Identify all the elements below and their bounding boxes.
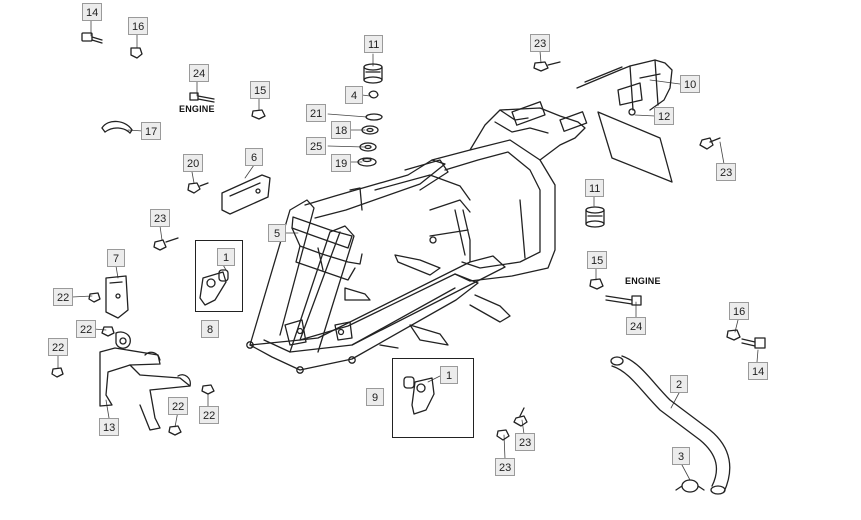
callout-8: 8 bbox=[201, 320, 219, 338]
bolt-23-left bbox=[153, 237, 179, 251]
bolt-23-right bbox=[699, 137, 721, 150]
callout-23-left: 23 bbox=[150, 209, 171, 227]
washer-19 bbox=[357, 157, 377, 167]
callout-24-right: 24 bbox=[626, 317, 647, 335]
nut-22-c bbox=[51, 367, 64, 378]
callout-13: 13 bbox=[99, 418, 120, 436]
bolt-23-bottom-b bbox=[496, 429, 510, 441]
callout-14-top: 14 bbox=[82, 3, 103, 21]
nut-20 bbox=[187, 182, 209, 194]
callout-7: 7 bbox=[107, 249, 125, 267]
mount-8 bbox=[199, 269, 229, 306]
callout-1-group-8: 1 bbox=[217, 248, 235, 266]
bracket-13 bbox=[99, 331, 191, 431]
nut-15-right bbox=[589, 278, 604, 290]
callout-11-right: 11 bbox=[585, 179, 605, 197]
callout-22-c: 22 bbox=[48, 338, 69, 356]
callout-22-b: 22 bbox=[76, 320, 97, 338]
frame-assembly bbox=[246, 101, 588, 374]
callout-23-right: 23 bbox=[716, 163, 737, 181]
bushing-11-top bbox=[363, 63, 383, 84]
callout-23-bottom-a: 23 bbox=[515, 433, 536, 451]
leader-lines bbox=[57, 19, 759, 481]
callout-23-top: 23 bbox=[530, 34, 551, 52]
nut-22-b bbox=[101, 326, 115, 337]
callout-10: 10 bbox=[680, 75, 701, 93]
callout-14-right: 14 bbox=[748, 362, 769, 380]
callout-16-top: 16 bbox=[128, 17, 149, 35]
callout-9: 9 bbox=[366, 388, 384, 406]
bolt-24-right bbox=[605, 295, 642, 306]
callout-4: 4 bbox=[345, 86, 363, 104]
bolt-24-top bbox=[189, 92, 215, 103]
bolt-14-top bbox=[81, 32, 103, 44]
callout-22-a: 22 bbox=[53, 288, 74, 306]
washer-25 bbox=[359, 142, 377, 152]
washer-21 bbox=[365, 113, 383, 121]
group-box-9 bbox=[392, 358, 474, 438]
callout-12: 12 bbox=[654, 107, 675, 125]
callout-5: 5 bbox=[268, 224, 286, 242]
callout-6: 6 bbox=[245, 148, 263, 166]
callout-20: 20 bbox=[183, 154, 204, 172]
callout-19: 19 bbox=[331, 154, 352, 172]
callout-22-e: 22 bbox=[199, 406, 220, 424]
nut-22-e bbox=[201, 384, 215, 395]
mount-9 bbox=[403, 376, 435, 415]
callout-24-top: 24 bbox=[189, 64, 210, 82]
clamp-3 bbox=[675, 479, 705, 493]
bracket-6 bbox=[221, 174, 271, 215]
hose-2 bbox=[610, 355, 731, 495]
callout-17: 17 bbox=[141, 122, 162, 140]
nut-22-d bbox=[168, 425, 182, 436]
washer-18 bbox=[361, 125, 379, 135]
bolt-23-bottom-a bbox=[513, 407, 528, 427]
callout-15-top: 15 bbox=[250, 81, 271, 99]
bushing-11-right bbox=[585, 206, 605, 228]
callout-2: 2 bbox=[670, 375, 688, 393]
callout-21: 21 bbox=[306, 104, 327, 122]
callout-25: 25 bbox=[306, 137, 327, 155]
clip-4 bbox=[368, 90, 379, 99]
callout-15-right: 15 bbox=[587, 251, 608, 269]
engine-note-right: ENGINE bbox=[625, 276, 661, 286]
carrier-10 bbox=[576, 59, 673, 111]
callout-23-bottom-b: 23 bbox=[495, 458, 516, 476]
bolt-14-right bbox=[741, 337, 766, 349]
nut-22-a bbox=[88, 292, 101, 303]
nut-16-top bbox=[130, 47, 143, 59]
bolt-23-top bbox=[533, 61, 561, 72]
engine-note-top: ENGINE bbox=[179, 104, 215, 114]
clip-17 bbox=[101, 120, 133, 134]
nut-16-right bbox=[726, 329, 741, 341]
callout-22-d: 22 bbox=[168, 397, 189, 415]
plate-12 bbox=[597, 108, 673, 183]
group-box-8 bbox=[195, 240, 243, 312]
callout-3: 3 bbox=[672, 447, 690, 465]
callout-16-right: 16 bbox=[729, 302, 750, 320]
nut-15-top bbox=[251, 109, 266, 120]
callout-18: 18 bbox=[331, 121, 352, 139]
callout-11-top: 11 bbox=[364, 35, 384, 53]
bracket-7 bbox=[105, 275, 129, 319]
callout-1-group-9: 1 bbox=[440, 366, 458, 384]
